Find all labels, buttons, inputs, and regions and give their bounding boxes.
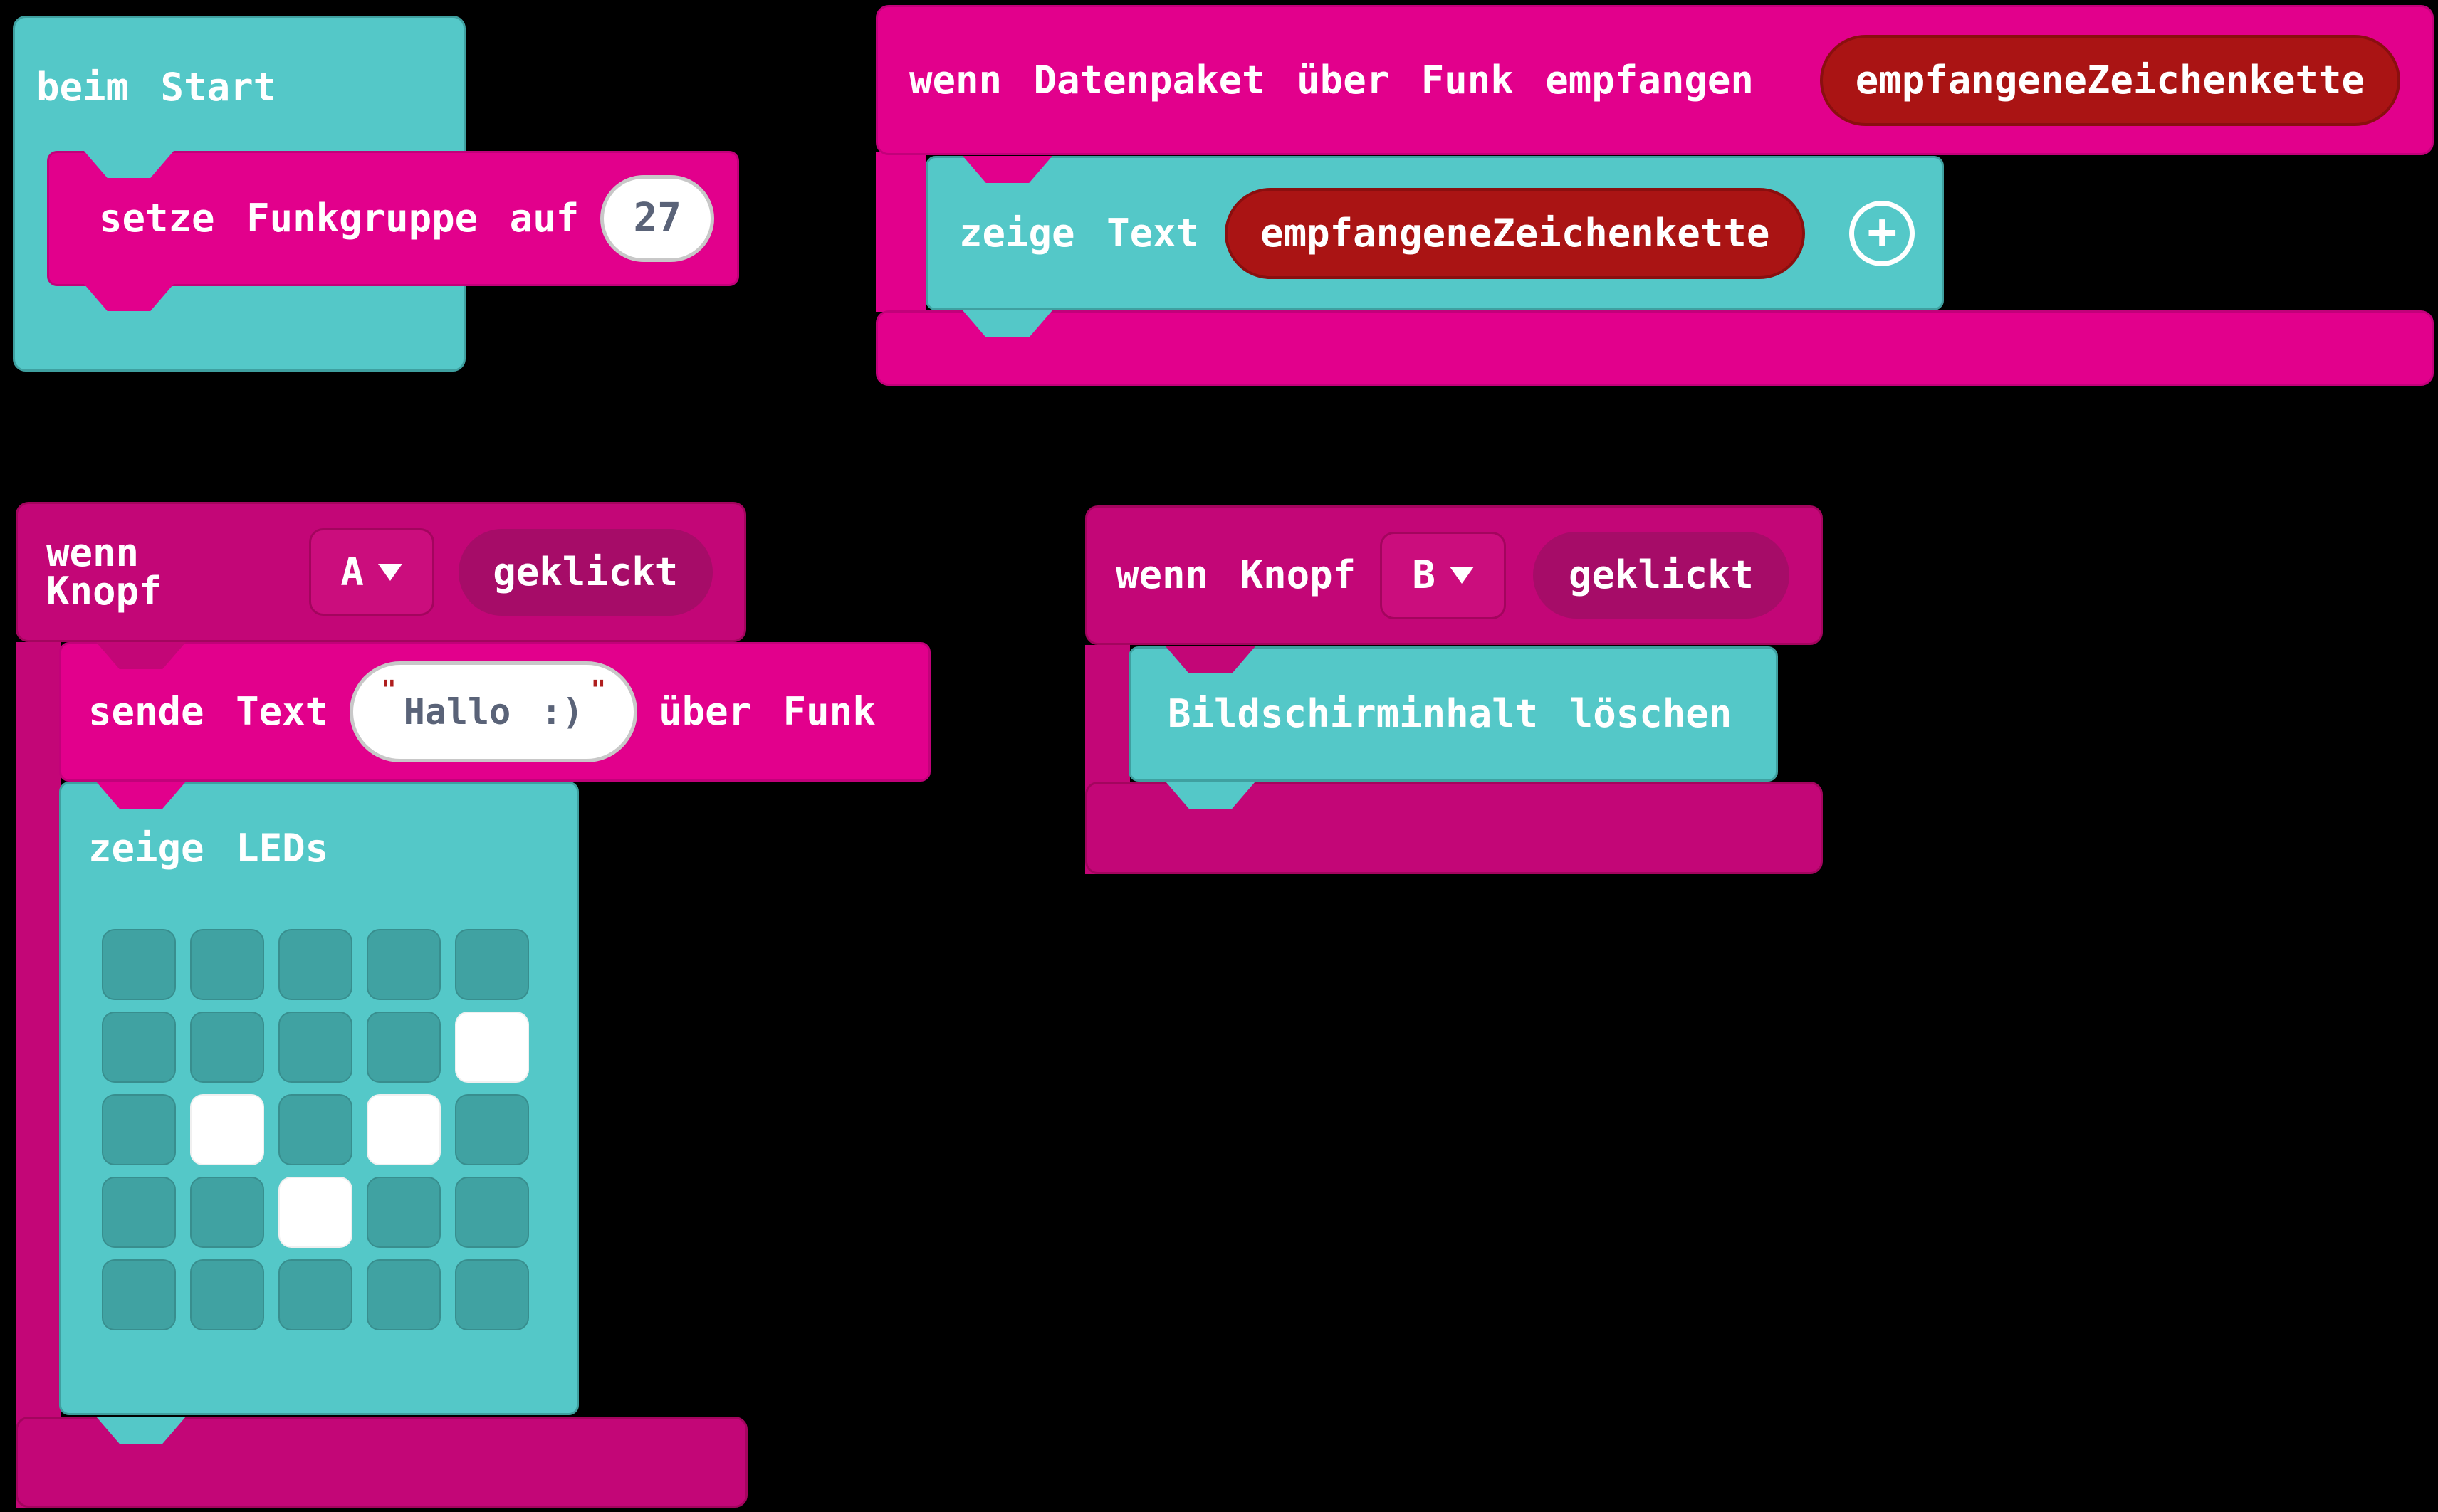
led-cell[interactable] bbox=[278, 929, 352, 1000]
led-cell[interactable] bbox=[102, 1177, 176, 1248]
show-leds-label: zeige LEDs bbox=[88, 826, 329, 871]
led-cell[interactable] bbox=[367, 1259, 441, 1330]
radio-group-value: 27 bbox=[633, 195, 681, 241]
button-b-value: B bbox=[1412, 552, 1435, 597]
send-string-suffix: über Funk bbox=[659, 689, 876, 734]
on-button-a-spine bbox=[16, 642, 61, 1508]
clicked-pill: geklickt bbox=[1533, 532, 1789, 619]
on-radio-received-block[interactable]: wenn Datenpaket über Funk empfangen empf… bbox=[876, 5, 2434, 155]
led-cell[interactable] bbox=[102, 1259, 176, 1330]
open-quote: " bbox=[381, 676, 397, 705]
led-cell[interactable] bbox=[278, 1012, 352, 1083]
clicked-pill-text: geklickt bbox=[1568, 552, 1754, 597]
button-a-value: A bbox=[340, 549, 364, 594]
clear-screen-label: Bildschirminhalt löschen bbox=[1168, 691, 1732, 736]
led-cell[interactable] bbox=[278, 1177, 352, 1248]
button-a-dropdown[interactable]: A bbox=[308, 528, 434, 616]
send-string-value-input[interactable]: " Hallo :) " bbox=[350, 661, 638, 762]
on-radio-received-spine bbox=[876, 152, 926, 312]
send-string-label: sende Text bbox=[88, 689, 329, 734]
led-cell[interactable] bbox=[190, 929, 264, 1000]
clicked-pill: geklickt bbox=[458, 528, 713, 616]
chevron-down-icon bbox=[377, 563, 402, 581]
radio-received-param-pill[interactable]: empfangeneZeichenkette bbox=[1819, 34, 2400, 126]
led-cell[interactable] bbox=[190, 1012, 264, 1083]
led-cell[interactable] bbox=[367, 1012, 441, 1083]
close-quote: " bbox=[590, 676, 607, 705]
led-grid bbox=[102, 929, 529, 1330]
clicked-pill-text: geklickt bbox=[493, 549, 679, 594]
led-cell[interactable] bbox=[190, 1177, 264, 1248]
led-cell[interactable] bbox=[367, 1177, 441, 1248]
on-start-label: beim Start bbox=[36, 65, 277, 110]
led-cell[interactable] bbox=[278, 1259, 352, 1330]
led-cell[interactable] bbox=[455, 1259, 529, 1330]
show-string-label: zeige Text bbox=[959, 210, 1200, 256]
on-button-a-footer bbox=[16, 1417, 748, 1508]
led-cell[interactable] bbox=[102, 929, 176, 1000]
on-button-b-label: wenn Knopf bbox=[1116, 552, 1356, 597]
led-cell[interactable] bbox=[190, 1259, 264, 1330]
set-radio-group-block[interactable]: setze Funkgruppe auf 27 bbox=[47, 151, 739, 286]
on-button-b-block[interactable]: wenn Knopf B geklickt bbox=[1085, 505, 1823, 645]
radio-send-string-block[interactable]: sende Text " Hallo :) " über Funk bbox=[59, 642, 931, 782]
led-cell[interactable] bbox=[455, 1094, 529, 1165]
led-cell[interactable] bbox=[190, 1094, 264, 1165]
show-string-block[interactable]: zeige Text empfangeneZeichenkette + bbox=[926, 156, 1944, 310]
on-radio-received-footer bbox=[876, 310, 2434, 386]
led-cell[interactable] bbox=[102, 1012, 176, 1083]
chevron-down-icon bbox=[1449, 567, 1474, 584]
led-cell[interactable] bbox=[278, 1094, 352, 1165]
led-cell[interactable] bbox=[367, 1094, 441, 1165]
plus-glyph: + bbox=[1867, 201, 1898, 261]
on-button-a-block[interactable]: wenn Knopf A geklickt bbox=[16, 502, 746, 642]
show-leds-block[interactable]: zeige LEDs bbox=[59, 782, 579, 1415]
led-cell[interactable] bbox=[455, 1177, 529, 1248]
radio-received-param-text: empfangeneZeichenkette bbox=[1855, 57, 2365, 103]
led-cell[interactable] bbox=[102, 1094, 176, 1165]
led-cell[interactable] bbox=[455, 1012, 529, 1083]
show-string-param-text: empfangeneZeichenkette bbox=[1260, 210, 1770, 256]
radio-group-value-input[interactable]: 27 bbox=[600, 175, 715, 262]
on-radio-received-label: wenn Datenpaket über Funk empfangen bbox=[909, 57, 1754, 103]
show-string-param-pill[interactable]: empfangeneZeichenkette bbox=[1225, 187, 1806, 279]
on-button-a-label: wenn Knopf bbox=[46, 530, 162, 614]
set-radio-group-label: setze Funkgruppe auf bbox=[99, 196, 580, 241]
button-b-dropdown[interactable]: B bbox=[1380, 531, 1507, 619]
led-cell[interactable] bbox=[455, 929, 529, 1000]
led-cell[interactable] bbox=[367, 929, 441, 1000]
clear-screen-block[interactable]: Bildschirminhalt löschen bbox=[1129, 646, 1778, 782]
send-string-value: Hallo :) bbox=[403, 691, 584, 733]
expand-plus-icon[interactable]: + bbox=[1849, 200, 1915, 266]
